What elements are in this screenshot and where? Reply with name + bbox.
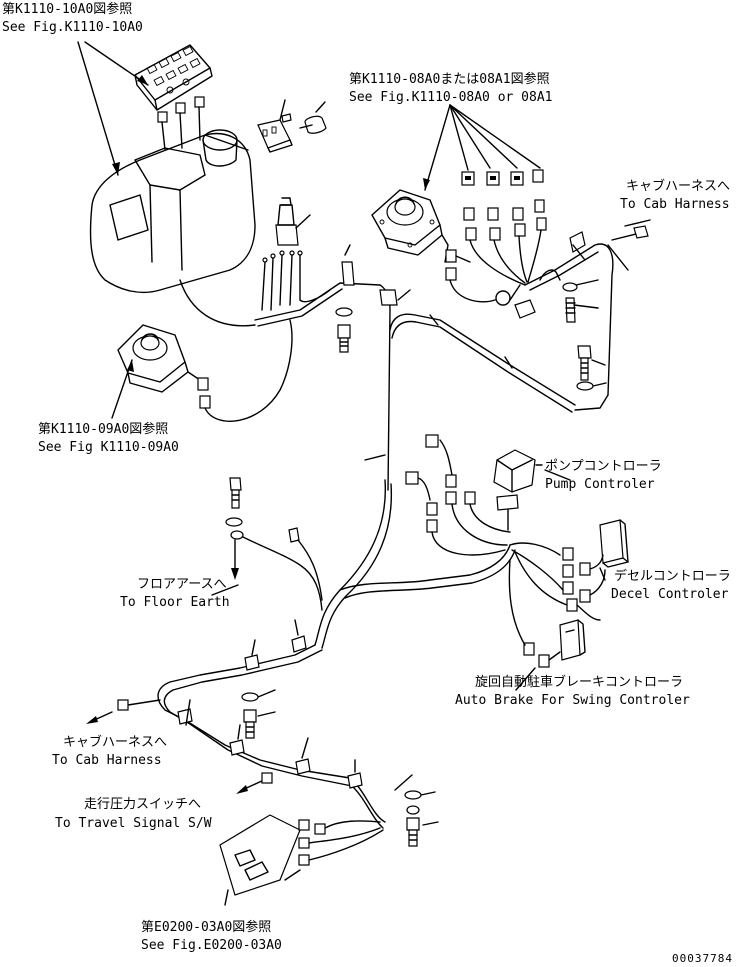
connector-plug [275,197,311,246]
connector-group-08a0 [445,169,547,319]
label-cab-harness-bottom-jp: キャブハーネスへ [63,734,167,750]
relay-top [257,99,327,153]
auto-brake-controller [508,559,586,668]
label-decel-controller-jp: デセルコントローラ [614,568,731,584]
label-pump-controller-en: Pump Controler [545,477,655,492]
label-fig-08a0-en: See Fig.K1110-08A0 or 08A1 [349,90,553,105]
floor-earth [225,477,323,611]
label-fig-e0200-jp: 第E0200-03A0図参照 [141,919,271,935]
label-fig-08a0-jp: 第K1110-08A0または08A1図参照 [349,71,550,87]
bolt-bottom-right [394,774,439,847]
label-fig-09a0-jp: 第K1110-09A0図参照 [38,421,168,437]
label-floor-earth-en: To Floor Earth [120,595,230,610]
label-fig-10a0-en: See Fig.K1110-10A0 [2,20,143,35]
label-fig-10a0-jp: 第K1110-10A0図参照 [2,1,132,17]
leader-console [77,41,119,176]
pump-connectors [405,434,511,556]
pump-controller [493,449,543,531]
label-floor-earth-jp: フロアアースへ [137,577,227,592]
label-travel-signal-en: To Travel Signal S/W [55,816,212,831]
label-auto-brake-jp: 旋回自動駐車ブレーキコントローラ [475,674,683,690]
label-cab-harness-top-en: To Cab Harness [620,197,730,212]
label-fig-09a0-en: See Fig K1110-09A0 [38,440,179,455]
label-travel-signal-jp: 走行圧力スイッチへ [84,797,201,812]
wires-console [179,250,331,327]
label-cab-harness-top-jp: キャブハーネスへ [626,178,730,194]
console-box [89,129,256,294]
drawing-number: 00037784 [672,952,733,965]
harness-main [254,244,576,491]
leader-cab-top [624,219,651,227]
label-auto-brake-en: Auto Brake For Swing Controler [455,693,690,708]
decel-controller [509,519,629,621]
switch-panel [134,44,213,151]
joystick-right [371,189,449,263]
harness-vertical [86,479,516,829]
label-decel-controller-en: Decel Controler [611,587,729,602]
label-cab-harness-bottom-en: To Cab Harness [52,753,162,768]
joystick-left [117,319,293,422]
label-fig-e0200-en: See Fig.E0200-03A0 [141,938,282,953]
travel-signal-switch [219,772,384,906]
harness-right-top [524,225,649,411]
label-pump-controller-jp: ポンプコントローラ [545,459,662,474]
